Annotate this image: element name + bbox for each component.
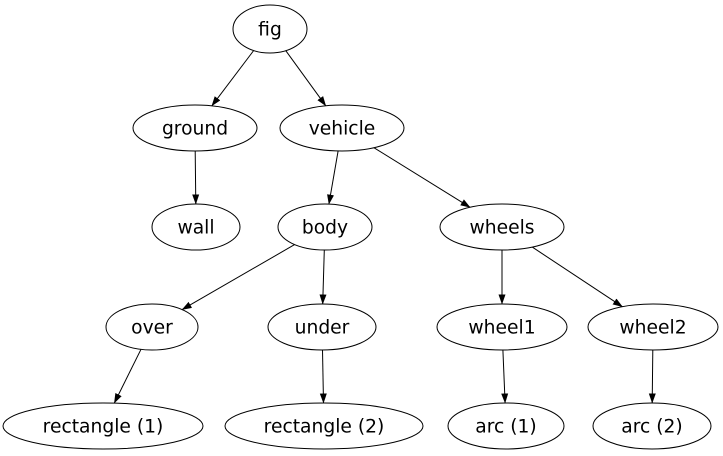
node-group: fig ground vehicle wall body wheels [2, 4, 719, 450]
node-under-ellipse [267, 303, 377, 351]
node-arc-2-label: arc (2) [621, 417, 682, 438]
node-ground-ellipse [132, 104, 258, 152]
node-wall-ellipse [151, 203, 241, 251]
node-rectangle-2-label: rectangle (2) [264, 417, 385, 438]
node-wheel1-label: wheel1 [468, 318, 535, 339]
edge-wheel2-arc2 [648, 349, 656, 404]
node-rectangle-1-ellipse [2, 402, 204, 450]
edge-body-over [181, 244, 295, 311]
node-wheels-ellipse [439, 203, 565, 251]
edge-body-under [319, 249, 327, 305]
node-over-label: over [131, 318, 173, 339]
edge-over-rect1 [113, 349, 142, 404]
node-wheel2: wheel2 [587, 303, 719, 351]
node-over: over [105, 303, 199, 351]
node-ground-label: ground [162, 119, 228, 140]
edge-group [113, 50, 656, 404]
node-arc-1-ellipse [447, 402, 565, 450]
node-fig-ellipse [232, 4, 308, 54]
node-body-label: body [302, 218, 348, 239]
node-rectangle-2: rectangle (2) [224, 402, 424, 450]
node-wheels-label: wheels [469, 218, 534, 239]
node-wheel2-ellipse [587, 303, 719, 351]
node-wheel1: wheel1 [436, 303, 568, 351]
edge-vehicle-wheels [373, 147, 471, 208]
node-rectangle-2-ellipse [224, 402, 424, 450]
node-over-ellipse [105, 303, 199, 351]
edge-vehicle-body [327, 150, 339, 205]
node-fig: fig [232, 4, 308, 54]
node-under-label: under [295, 318, 350, 339]
node-wheel1-ellipse [436, 303, 568, 351]
edge-fig-ground [211, 50, 255, 107]
node-arc-2: arc (2) [592, 402, 712, 450]
node-vehicle: vehicle [279, 104, 405, 152]
edge-ground-wall [192, 150, 200, 205]
node-rectangle-1-label: rectangle (1) [43, 417, 164, 438]
node-arc-2-ellipse [592, 402, 712, 450]
node-wheel2-label: wheel2 [619, 318, 686, 339]
node-fig-label: fig [258, 20, 282, 41]
node-arc-1: arc (1) [447, 402, 565, 450]
edge-fig-vehicle [285, 50, 327, 107]
edge-wheels-wheel2 [532, 246, 623, 308]
node-wall: wall [151, 203, 241, 251]
node-body: body [277, 203, 373, 251]
node-rectangle-1: rectangle (1) [2, 402, 204, 450]
node-vehicle-label: vehicle [309, 119, 376, 140]
edge-wheel1-arc1 [501, 349, 509, 404]
node-under: under [267, 303, 377, 351]
node-wheels: wheels [439, 203, 565, 251]
edge-under-rect2 [319, 349, 327, 404]
node-arc-1-label: arc (1) [475, 417, 536, 438]
node-ground: ground [132, 104, 258, 152]
node-vehicle-ellipse [279, 104, 405, 152]
node-wall-label: wall [177, 218, 214, 239]
node-body-ellipse [277, 203, 373, 251]
